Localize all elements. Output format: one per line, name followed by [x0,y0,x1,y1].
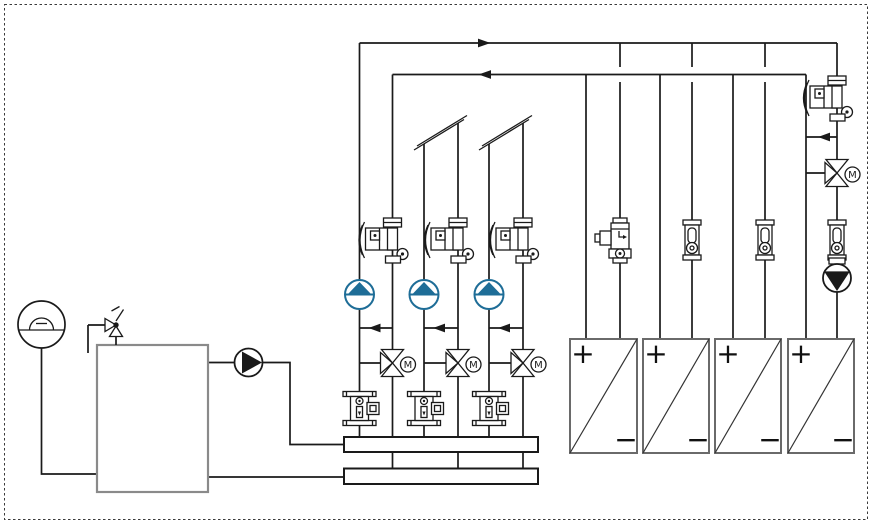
panel-diagonal [714,338,782,454]
valve-bottom-cone [108,324,124,338]
motor-actuator [530,356,547,373]
storage-tank [95,343,210,494]
right-riser-unit: M [802,75,861,293]
expansion-vessel-line [40,348,97,475]
vessel-shell [17,300,66,349]
balancing-valve [358,217,409,264]
expansion-vessel [17,300,66,349]
emitter-panel-4: + − [787,337,855,456]
panel-plus-label: + [644,337,667,370]
balancing-valve [802,75,854,122]
panel-diagonal [642,338,710,454]
right-bypass-arrow [818,132,830,142]
zone-valve-actuator [594,217,632,264]
motor-label: M [534,360,543,371]
tank-supply-line [208,361,344,446]
secondary-pump-impeller [824,272,850,291]
balancing-valve [488,217,540,264]
motor-actuator [465,356,482,373]
mixing-circuit-2: M [406,114,482,427]
circuit2-bypass-arrow [433,323,445,333]
circuit1-bypass-arrow [368,323,381,333]
balancing-valve [423,217,475,264]
circuit-pump [473,279,505,310]
spring-lever-tick [111,305,120,312]
panel-minus-label: − [758,423,781,456]
mixing-circuit-3: M [471,114,547,427]
shutoff-valve-group [406,390,445,427]
panel-minus-label: − [614,423,637,456]
manifold-interconnect-stubs [391,452,524,469]
panel-diagonal [569,338,638,454]
return-flow-arrow [478,70,491,79]
continuation-break [413,114,468,151]
panel-plus-label: + [571,337,594,370]
panel-diagonal [787,338,855,454]
panel-minus-label: − [686,423,709,456]
return-manifold [343,467,539,485]
supply-manifold [343,436,539,453]
continuation-break [478,114,533,151]
safety-valve [87,305,125,353]
flow-meter-1 [682,219,702,261]
motor-label: M [848,170,857,181]
shutoff-valve-group [471,390,510,427]
motor-label: M [404,360,413,371]
valve-left-cone [104,317,118,333]
primary-pump [233,347,264,378]
emitter-panel-1: + − [569,337,638,456]
mixing-circuit-1: M [342,217,417,427]
emitter-panel-3: + − [714,337,782,456]
panel-minus-label: − [831,423,854,456]
discharge-pipe [87,324,105,353]
motor-actuator [844,166,861,183]
panel-plus-label: + [716,337,739,370]
circuit-pump [344,279,375,310]
circuit-pump [408,279,440,310]
page-border [4,4,868,520]
supply-flow-arrow [478,38,491,48]
motor-actuator [399,356,417,373]
flow-arrows [368,38,830,333]
emitter-panel-2: + − [642,337,710,456]
flow-meter-3 [827,219,847,261]
pump-impeller [242,351,262,374]
membrane-dome [28,317,55,331]
valve-seat-dot [113,322,119,328]
flow-meter-2 [755,219,775,261]
motor-label: M [469,360,478,371]
shutoff-valve-group [342,390,380,427]
spring-lever [115,309,125,322]
panel-plus-label: + [789,337,812,370]
circuit3-bypass-arrow [498,323,510,333]
